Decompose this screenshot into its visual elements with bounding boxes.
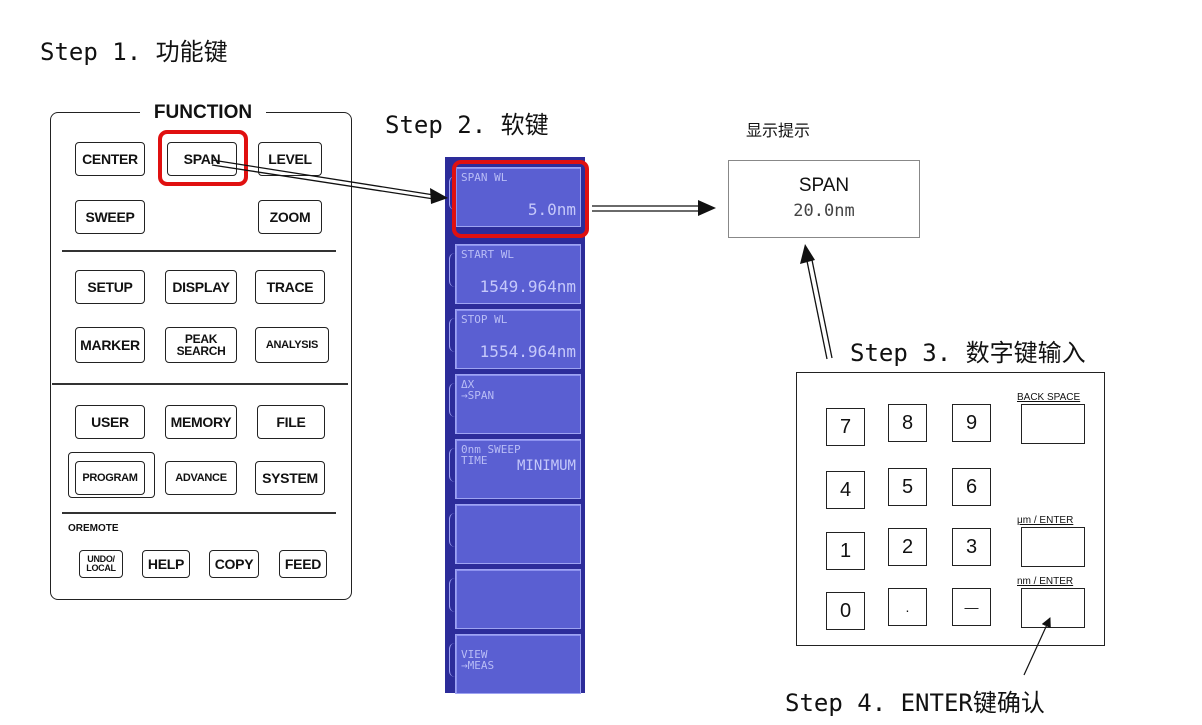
nm-enter-label: nm / ENTER xyxy=(1017,576,1074,587)
function-divider-3 xyxy=(62,512,336,514)
trace-key[interactable]: TRACE xyxy=(255,270,325,304)
softkey-value: MINIMUM xyxy=(516,458,576,474)
system-key[interactable]: SYSTEM xyxy=(255,461,325,495)
arrow-enter-confirm xyxy=(1023,617,1051,676)
memory-key[interactable]: MEMORY xyxy=(165,405,237,439)
display-hint-caption: 显示提示 xyxy=(746,121,811,140)
analysis-key[interactable]: ANALYSIS xyxy=(255,327,329,363)
program-key-frame xyxy=(68,452,155,498)
softkey-blank-2[interactable] xyxy=(449,569,581,629)
help-key[interactable]: HELP xyxy=(142,550,190,578)
key-4[interactable]: 4 xyxy=(826,471,865,509)
step4-heading: Step 4. ENTER键确认 xyxy=(785,689,1045,717)
display-hint-title: SPAN xyxy=(798,175,850,196)
function-divider-1 xyxy=(62,250,336,252)
softkey-value: 1554.964nm xyxy=(479,342,576,361)
um-enter-key[interactable] xyxy=(1021,527,1085,567)
arrow-input-to-display xyxy=(800,244,833,360)
softkey-value: 1549.964nm xyxy=(479,277,576,296)
key-decimal[interactable]: . xyxy=(888,588,927,626)
softkey-label: SPAN WL xyxy=(461,171,508,184)
undo-local-key[interactable]: UNDO/ LOCAL xyxy=(79,550,123,578)
center-key[interactable]: CENTER xyxy=(75,142,145,176)
softkey-label: STOP WL xyxy=(461,313,508,326)
arrow-span-to-softkey xyxy=(211,159,448,204)
key-3[interactable]: 3 xyxy=(952,528,991,566)
file-key[interactable]: FILE xyxy=(257,405,325,439)
softkey-span-wl[interactable]: SPAN WL 5.0nm xyxy=(449,167,581,227)
span-highlight xyxy=(158,130,248,186)
advance-key[interactable]: ADVANCE xyxy=(165,461,237,495)
display-hint-box: SPAN 20.0nm xyxy=(728,160,920,238)
softkey-label: START WL xyxy=(461,248,514,261)
softkey-blank-1[interactable] xyxy=(449,504,581,564)
softkey-label: 0nm SWEEP TIME xyxy=(461,443,521,467)
level-key[interactable]: LEVEL xyxy=(258,142,322,176)
function-panel-title: FUNCTION xyxy=(140,103,266,122)
step2-heading: Step 2. 软键 xyxy=(385,111,549,139)
softkey-stop-wl[interactable]: STOP WL 1554.964nm xyxy=(449,309,581,369)
sweep-key[interactable]: SWEEP xyxy=(75,200,145,234)
softkey-view-meas[interactable]: VIEW →MEAS xyxy=(449,634,581,694)
setup-key[interactable]: SETUP xyxy=(75,270,145,304)
back-space-key[interactable] xyxy=(1021,404,1085,444)
step1-heading: Step 1. 功能键 xyxy=(40,38,228,66)
feed-key[interactable]: FEED xyxy=(279,550,327,578)
softkey-delta-x-span[interactable]: ΔX →SPAN xyxy=(449,374,581,434)
arrow-softkey-to-display xyxy=(592,200,716,216)
softkey-start-wl[interactable]: START WL 1549.964nm xyxy=(449,244,581,304)
span-key[interactable]: SPAN xyxy=(167,142,237,176)
um-enter-label: μm / ENTER xyxy=(1017,515,1074,526)
nm-enter-key[interactable] xyxy=(1021,588,1085,628)
softkey-0nm-sweep-time[interactable]: 0nm SWEEP TIME MINIMUM xyxy=(449,439,581,499)
softkey-value: 5.0nm xyxy=(527,200,576,219)
key-5[interactable]: 5 xyxy=(888,468,927,506)
copy-key[interactable]: COPY xyxy=(209,550,259,578)
key-6[interactable]: 6 xyxy=(952,468,991,506)
function-divider-2 xyxy=(52,383,348,385)
marker-key[interactable]: MARKER xyxy=(75,327,145,363)
key-2[interactable]: 2 xyxy=(888,528,927,566)
key-minus[interactable]: — xyxy=(952,588,991,626)
softkey-column: SPAN WL 5.0nm START WL 1549.964nm STOP W… xyxy=(445,157,585,694)
key-8[interactable]: 8 xyxy=(888,404,927,442)
key-7[interactable]: 7 xyxy=(826,408,865,446)
display-hint-value: 20.0nm xyxy=(793,201,855,221)
softkey-label: VIEW →MEAS xyxy=(461,648,495,672)
user-key[interactable]: USER xyxy=(75,405,145,439)
remote-label: OREMOTE xyxy=(68,523,119,534)
softkey-span-highlight xyxy=(452,160,589,238)
peak-search-key[interactable]: PEAK SEARCH xyxy=(165,327,237,363)
key-9[interactable]: 9 xyxy=(952,404,991,442)
program-key[interactable]: PROGRAM xyxy=(75,461,145,495)
key-1[interactable]: 1 xyxy=(826,532,865,570)
zoom-key[interactable]: ZOOM xyxy=(258,200,322,234)
key-0[interactable]: 0 xyxy=(826,592,865,630)
step3-heading: Step 3. 数字键输入 xyxy=(850,339,1086,367)
display-key[interactable]: DISPLAY xyxy=(165,270,237,304)
back-space-label: BACK SPACE xyxy=(1017,392,1081,403)
softkey-label: ΔX →SPAN xyxy=(461,378,495,402)
